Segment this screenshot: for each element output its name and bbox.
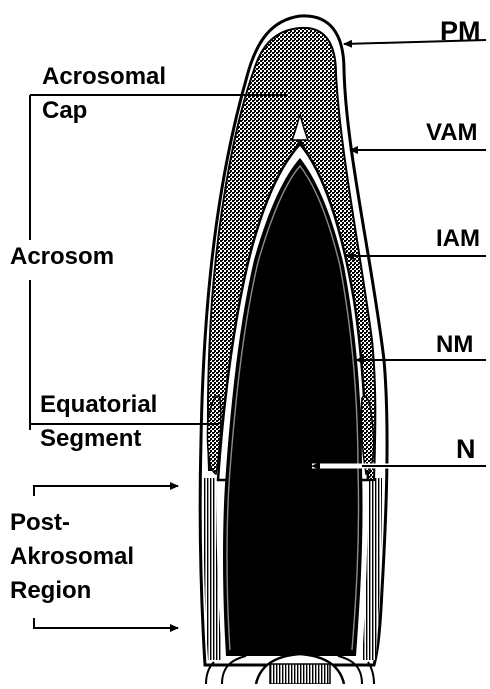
label-post-1: Post- bbox=[10, 510, 70, 536]
post-acrosomal-arrow-top bbox=[34, 486, 178, 496]
label-equatorial-1: Equatorial bbox=[40, 392, 157, 418]
post-acrosomal-arrow-bottom bbox=[34, 618, 178, 628]
label-nm: NM bbox=[436, 332, 473, 358]
label-post-3: Region bbox=[10, 578, 91, 604]
label-acrosomal-cap-2: Cap bbox=[42, 98, 87, 124]
label-acrosom: Acrosom bbox=[10, 244, 114, 270]
label-pm: PM bbox=[440, 18, 481, 44]
label-n: N bbox=[456, 436, 476, 462]
label-iam: IAM bbox=[436, 226, 480, 252]
label-equatorial-2: Segment bbox=[40, 426, 141, 452]
label-post-2: Akrosomal bbox=[10, 544, 134, 570]
label-vam: VAM bbox=[426, 120, 478, 146]
label-acrosomal-cap-1: Acrosomal bbox=[42, 64, 166, 90]
centriole bbox=[270, 664, 330, 684]
